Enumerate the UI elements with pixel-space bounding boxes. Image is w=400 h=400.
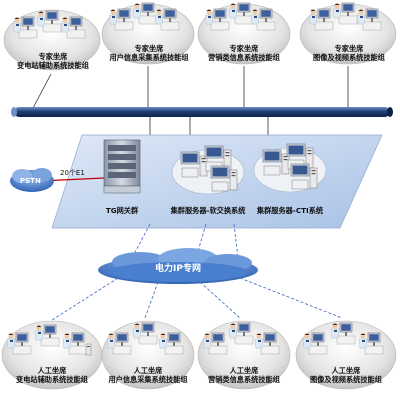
pstn-label: PSTN <box>20 177 41 185</box>
ip-to-agent-lines <box>51 277 343 321</box>
pstn-link <box>10 168 105 192</box>
link-label: 20个E1 <box>60 169 85 177</box>
softswitch-server-cluster <box>171 145 245 195</box>
top-group-label-3: 专家坐席 营销类信息系统技能组 <box>199 44 289 62</box>
top-group-role: 专家坐席 <box>229 44 259 53</box>
bottom-group-role: 人工坐席 <box>133 366 163 375</box>
bottom-group-disc-3 <box>197 320 291 390</box>
bottom-group-role: 人工坐席 <box>331 366 361 375</box>
top-group-skill: 用户信息采集系统技能组 <box>109 53 189 62</box>
top-group-disc-1 <box>3 9 101 71</box>
bottom-group-skill: 用户信息采集系统技能组 <box>108 375 188 384</box>
cti-label: 集群服务器-CTI系统 <box>256 206 324 215</box>
backbone-bus <box>11 107 393 117</box>
bottom-group-skill: 变电站辅助系统技能组 <box>16 375 88 384</box>
top-group-role: 专家坐席 <box>38 52 68 61</box>
top-group-skill: 变电站辅助系统技能组 <box>17 61 89 70</box>
top-connection-lines <box>32 66 349 109</box>
ip-network-label: 电力IP专网 <box>155 264 201 274</box>
gateway-label: TG网关群 <box>105 206 139 215</box>
top-group-disc-3 <box>197 2 291 65</box>
bottom-group-disc-4 <box>295 320 397 390</box>
softswitch-label: 集群服务器-软交换系统 <box>170 206 246 215</box>
bottom-group-label-3: 人工坐席 营销类信息系统技能组 <box>196 366 292 384</box>
top-group-label-1: 专家坐席 变电站辅助系统技能组 <box>8 52 98 70</box>
gateway-rack <box>103 139 141 194</box>
bottom-group-skill: 营销类信息系统技能组 <box>208 375 280 384</box>
bottom-group-label-4: 人工坐席 图像及视频系统技能组 <box>298 366 394 384</box>
top-group-skill: 图像及视频系统技能组 <box>313 53 385 62</box>
top-group-role: 专家坐席 <box>334 44 364 53</box>
top-group-role: 专家坐席 <box>134 44 164 53</box>
bottom-group-label-2: 人工坐席 用户信息采集系统技能组 <box>100 366 196 384</box>
bottom-group-disc-2 <box>101 320 195 390</box>
ip-network-cloud <box>98 248 258 284</box>
bottom-group-role: 人工坐席 <box>229 366 259 375</box>
bottom-group-label-1: 人工坐席 变电站辅助系统技能组 <box>4 366 100 384</box>
bottom-group-role: 人工坐席 <box>37 366 67 375</box>
top-group-disc-2 <box>101 2 195 65</box>
top-group-skill: 营销类信息系统技能组 <box>208 53 280 62</box>
top-group-label-2: 专家坐席 用户信息采集系统技能组 <box>104 44 194 62</box>
bottom-group-skill: 图像及视频系统技能组 <box>310 375 382 384</box>
cti-server-cluster <box>253 143 327 193</box>
top-group-disc-4 <box>299 2 397 65</box>
top-group-label-4: 专家坐席 图像及视频系统技能组 <box>304 44 394 62</box>
